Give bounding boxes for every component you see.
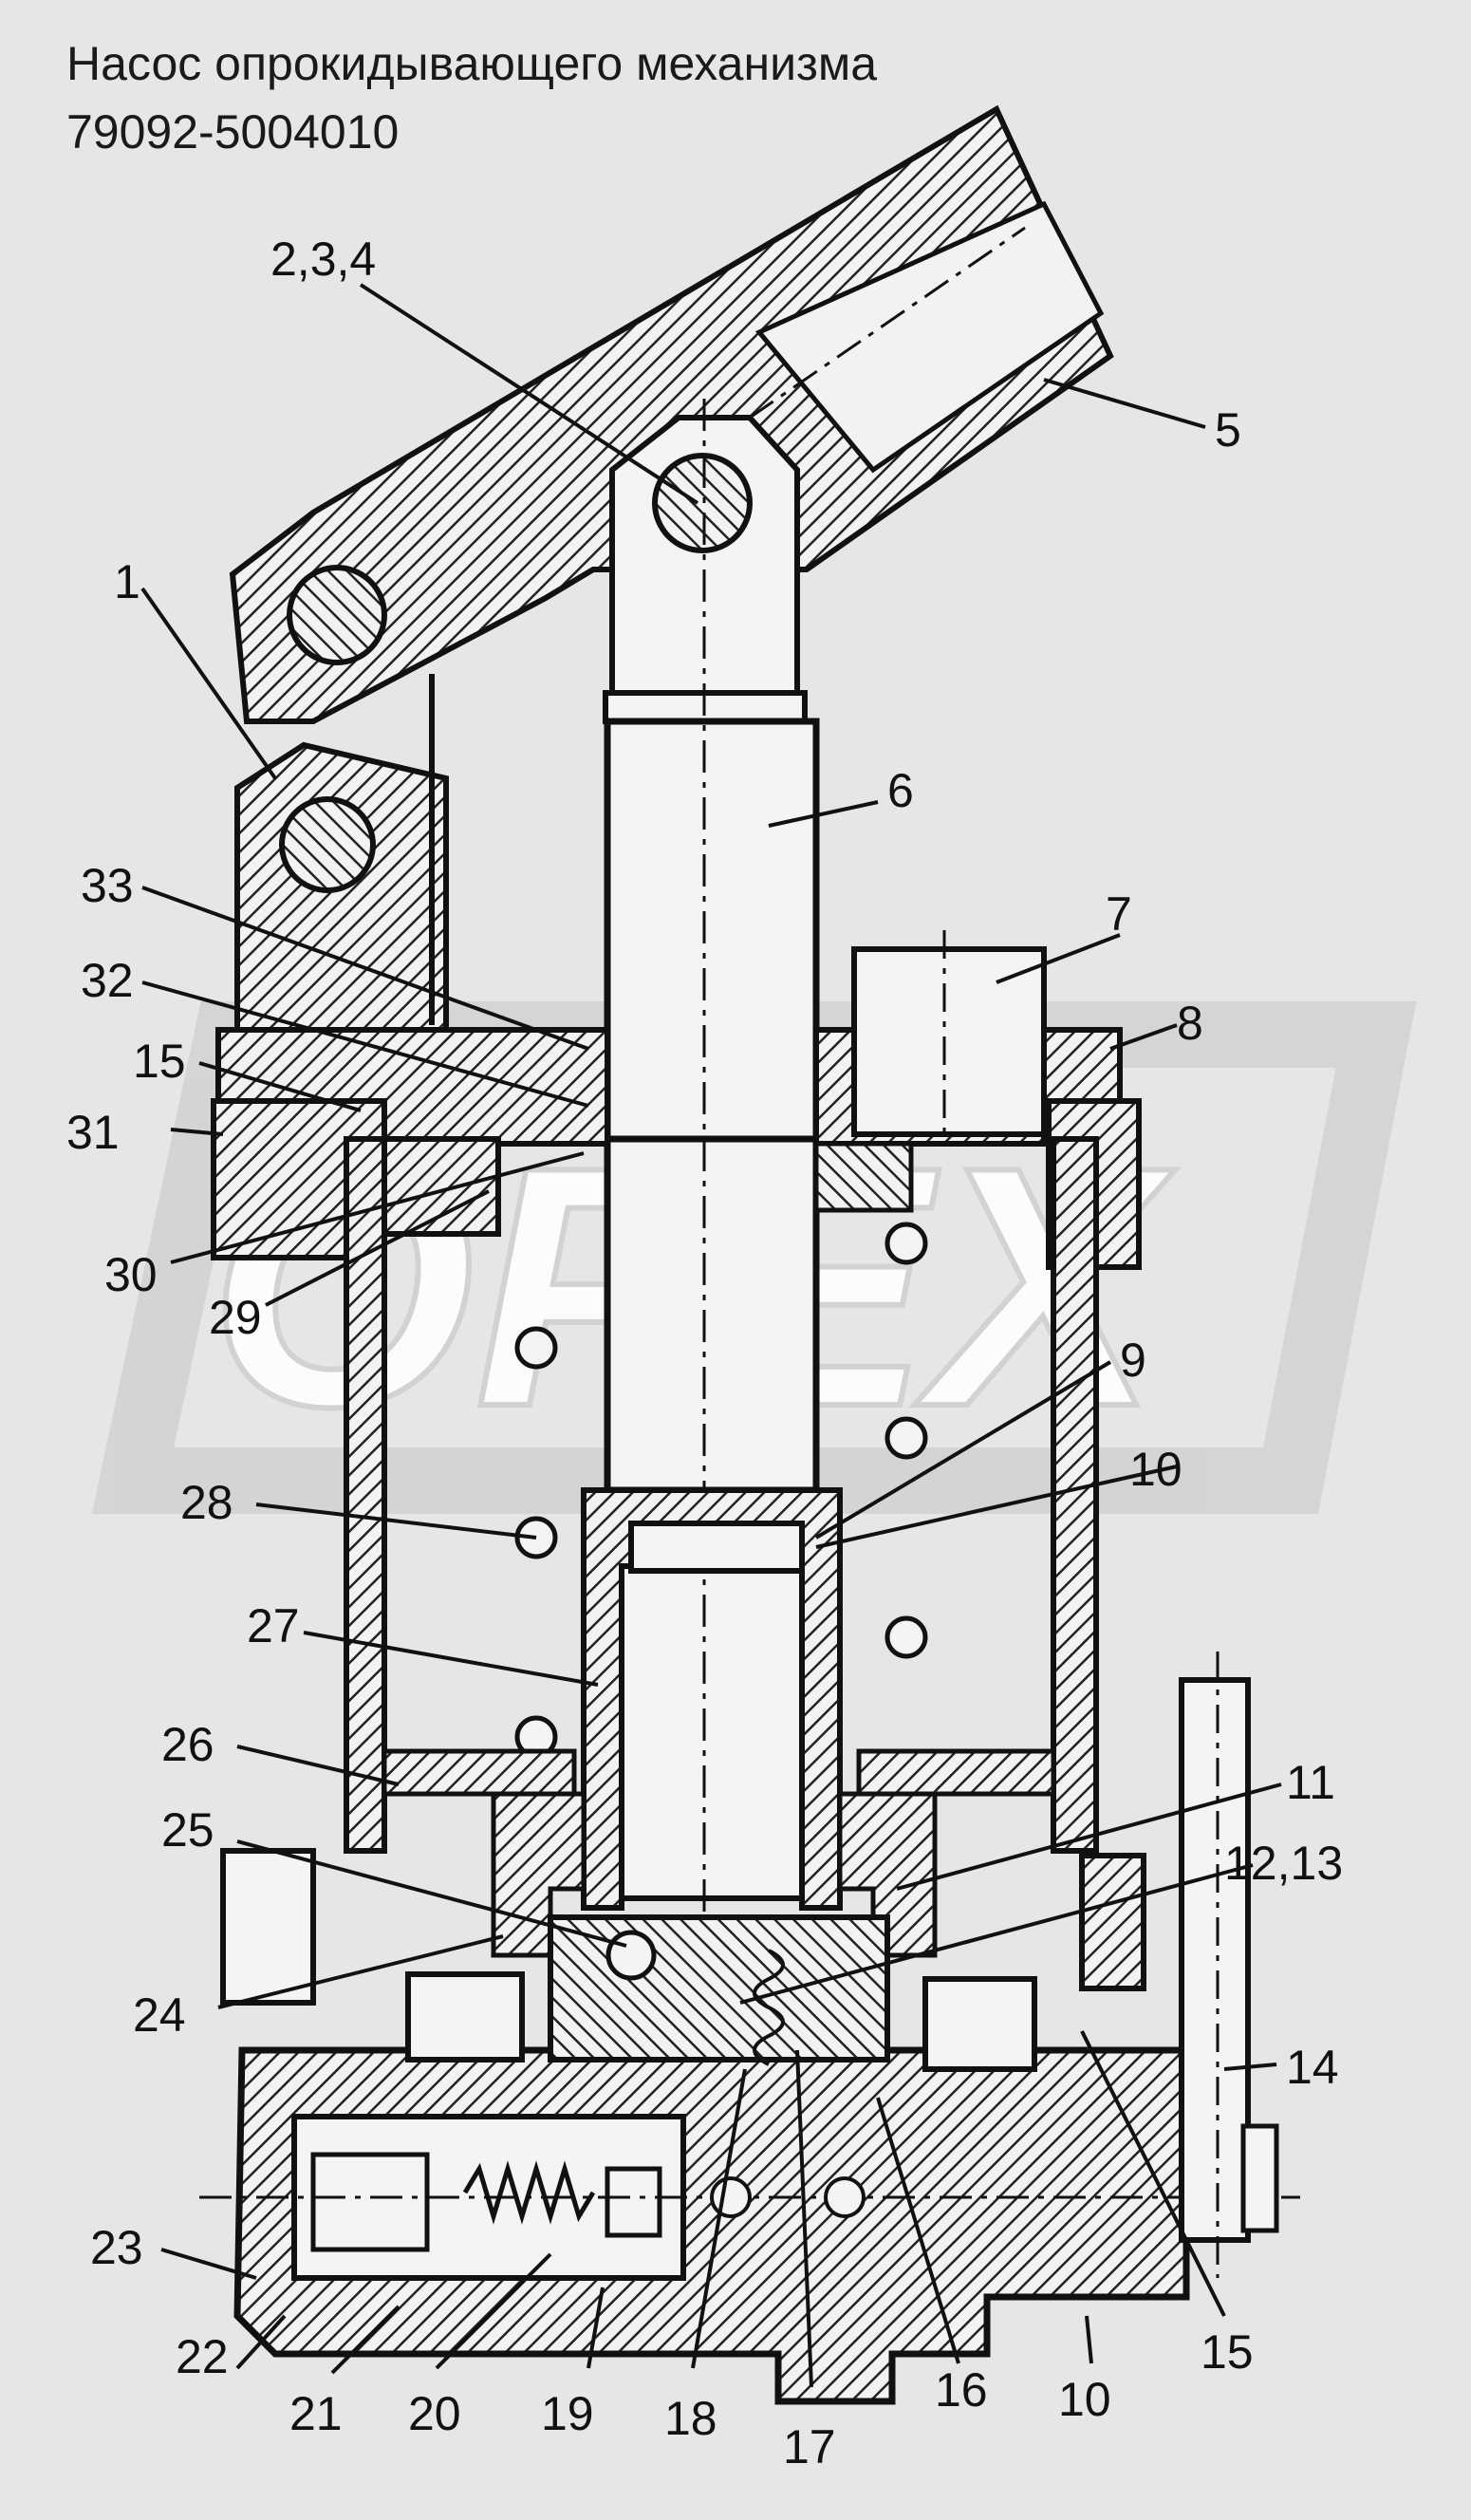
callout-10-upper: 10 <box>1129 1443 1182 1496</box>
link-bracket <box>234 674 449 1047</box>
callout-28: 28 <box>180 1476 233 1529</box>
relief-valve <box>199 2152 1300 2252</box>
callout-9: 9 <box>1120 1334 1146 1387</box>
plunger-sleeve <box>581 1487 843 1911</box>
ball-valve <box>605 1930 657 1981</box>
piston-rod <box>603 399 820 1917</box>
return-spring <box>514 1222 928 1759</box>
callout-10-lower: 10 <box>1058 2373 1111 2426</box>
callout-labels: 2,3,4 5 1 6 7 8 33 32 15 31 30 29 9 10 2… <box>66 233 1343 2473</box>
callout-33: 33 <box>81 859 134 912</box>
callout-7: 7 <box>1106 887 1132 941</box>
callout-23: 23 <box>90 2221 143 2274</box>
callout-15-top: 15 <box>133 1035 186 1088</box>
pivot-pin-lower <box>279 796 376 893</box>
callout-22: 22 <box>176 2330 229 2383</box>
callout-6: 6 <box>887 764 914 817</box>
cylinder-body <box>344 1136 1099 1854</box>
callout-17: 17 <box>783 2420 836 2473</box>
callout-29: 29 <box>209 1291 262 1344</box>
valve-cap-right <box>922 1976 1037 2072</box>
sleeve-seal <box>628 1521 805 1574</box>
callout-31: 31 <box>66 1106 120 1159</box>
valve-cap-left <box>405 1971 525 2063</box>
callout-24: 24 <box>133 1988 186 2042</box>
callout-12-13: 12,13 <box>1224 1837 1343 1890</box>
pivot-pin-upper <box>287 565 387 665</box>
callout-32: 32 <box>81 954 134 1007</box>
callout-16: 16 <box>935 2363 988 2417</box>
leader-lines <box>140 283 1282 2388</box>
callout-20: 20 <box>408 2387 461 2440</box>
side-plug-left <box>220 1848 316 2006</box>
valve-body <box>220 1848 1190 2405</box>
callout-2-3-4: 2,3,4 <box>270 233 376 286</box>
part-number: 79092-5004010 <box>66 105 400 159</box>
lever-arm <box>229 104 1114 724</box>
callout-30: 30 <box>104 1248 158 1301</box>
handle-rod <box>1179 1652 1279 2278</box>
callout-21: 21 <box>289 2387 343 2440</box>
callout-15-lower: 15 <box>1201 2325 1254 2379</box>
filler-plug <box>851 946 1047 1137</box>
callout-25: 25 <box>161 1803 214 1857</box>
callout-27: 27 <box>247 1599 300 1652</box>
callout-19: 19 <box>541 2387 594 2440</box>
callout-5: 5 <box>1215 403 1241 457</box>
callout-26: 26 <box>161 1718 214 1771</box>
callout-14: 14 <box>1286 2041 1339 2094</box>
diagram-title: Насос опрокидывающего механизма <box>66 37 878 90</box>
callout-11: 11 <box>1286 1756 1335 1809</box>
callout-18: 18 <box>664 2392 717 2445</box>
callout-1: 1 <box>114 555 140 608</box>
rod-pin <box>652 453 753 553</box>
callout-8: 8 <box>1177 997 1203 1050</box>
